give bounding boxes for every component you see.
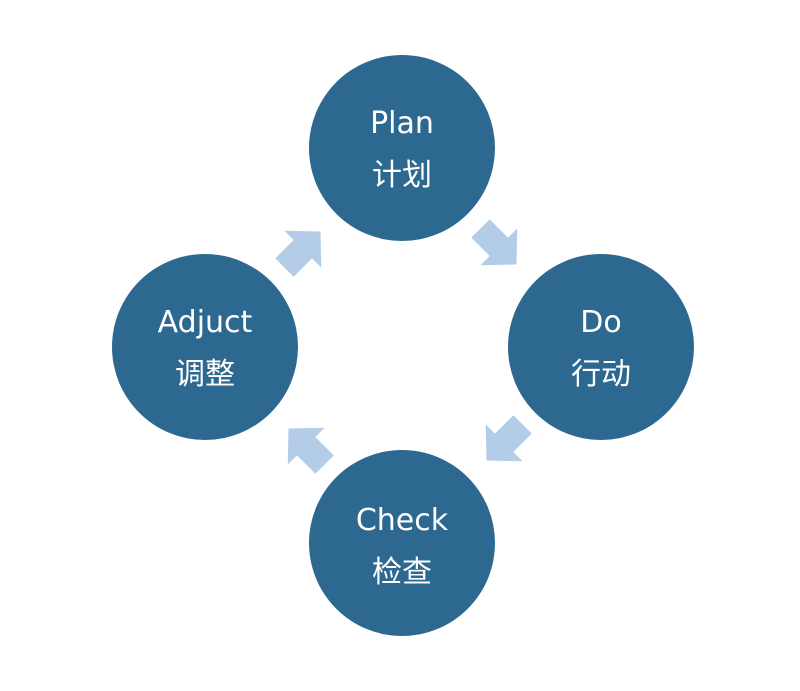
node-check-circle (309, 450, 495, 636)
node-plan-label-en: Plan (370, 106, 434, 141)
node-check: Check 检查 (309, 450, 495, 636)
arrow-down-left-icon (485, 415, 532, 462)
node-plan-label-zh: 计划 (372, 158, 432, 193)
node-adjust-label-zh: 调整 (175, 357, 235, 392)
arrow-down-right-icon (471, 219, 518, 266)
arrow-up-left-icon (287, 427, 334, 474)
arrow-plan-to-do (471, 219, 518, 266)
arrow-up-right-icon (275, 230, 322, 277)
node-check-label-en: Check (356, 503, 449, 538)
node-do-circle (508, 254, 694, 440)
node-plan: Plan 计划 (309, 55, 495, 241)
node-do-label-en: Do (580, 305, 621, 340)
arrow-do-to-check (485, 415, 532, 462)
arrow-adjust-to-plan (275, 230, 322, 277)
node-do: Do 行动 (508, 254, 694, 440)
node-check-label-zh: 检查 (372, 555, 432, 590)
node-adjust-circle (112, 254, 298, 440)
node-adjust: Adjuct 调整 (112, 254, 298, 440)
node-do-label-zh: 行动 (571, 357, 631, 392)
arrow-check-to-adjust (287, 427, 334, 474)
node-adjust-label-en: Adjuct (158, 305, 253, 340)
node-plan-circle (309, 55, 495, 241)
